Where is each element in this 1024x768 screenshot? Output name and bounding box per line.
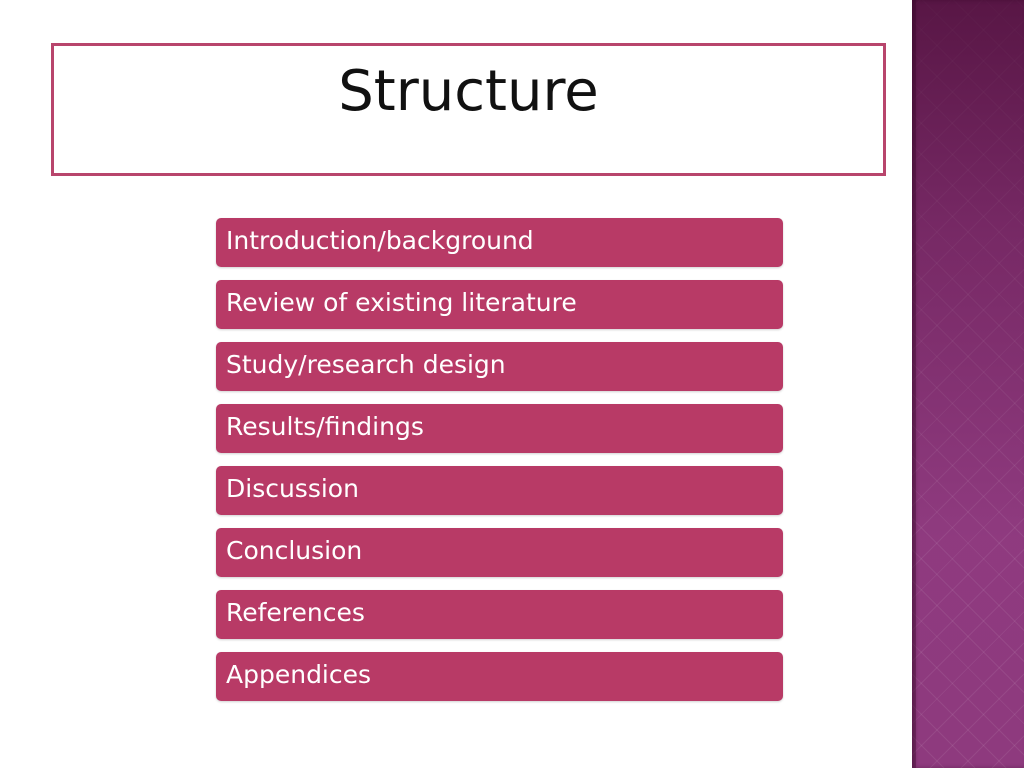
slide-title: Structure xyxy=(338,59,599,124)
list-item-research-design: Study/research design xyxy=(216,342,783,391)
list-item-label: Discussion xyxy=(226,474,359,503)
title-box: Structure xyxy=(51,43,886,176)
list-item-literature-review: Review of existing literature xyxy=(216,280,783,329)
list-item-label: Conclusion xyxy=(226,536,363,565)
structure-list: Introduction/background Review of existi… xyxy=(216,218,783,714)
list-item-label: Appendices xyxy=(226,660,372,689)
list-item-label: Introduction/background xyxy=(226,226,534,255)
list-item-introduction: Introduction/background xyxy=(216,218,783,267)
list-item-label: References xyxy=(226,598,365,627)
list-item-label: Results/findings xyxy=(226,412,424,441)
list-item-appendices: Appendices xyxy=(216,652,783,701)
list-item-label: Study/research design xyxy=(226,350,506,379)
list-item-conclusion: Conclusion xyxy=(216,528,783,577)
list-item-discussion: Discussion xyxy=(216,466,783,515)
decorative-side-band xyxy=(912,0,1024,768)
list-item-label: Review of existing literature xyxy=(226,288,577,317)
list-item-results: Results/findings xyxy=(216,404,783,453)
list-item-references: References xyxy=(216,590,783,639)
